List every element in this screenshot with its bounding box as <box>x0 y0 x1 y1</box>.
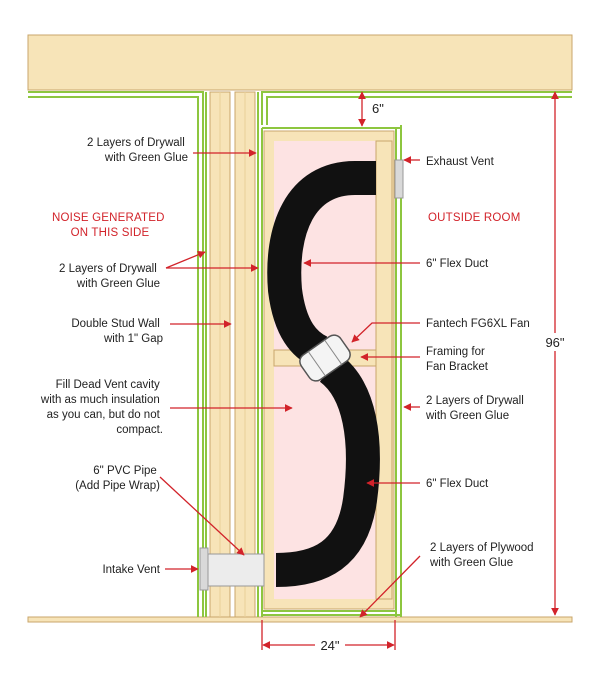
label-outside-room: OUTSIDE ROOM <box>428 212 521 224</box>
width-dimension-label-bg <box>315 637 345 653</box>
right-ceiling-drywall <box>261 91 572 125</box>
dimension-top-gap: 6" <box>372 101 384 116</box>
fan-icon <box>299 334 351 382</box>
floor <box>27 616 573 623</box>
dimension-width: 24" <box>320 638 339 653</box>
label-pvc-pipe: 6" PVC Pipe (Add Pipe Wrap) <box>75 465 160 492</box>
intake-vent <box>199 547 209 591</box>
label-fan: Fantech FG6XL Fan <box>426 318 530 330</box>
green-glue-lines <box>205 92 402 617</box>
label-framing: Framing for Fan Bracket <box>426 346 489 373</box>
dimension-height: 96" <box>545 335 564 350</box>
label-flex-duct-bottom: 6" Flex Duct <box>426 478 489 490</box>
flex-duct-top <box>267 161 376 368</box>
right-stud <box>375 140 393 600</box>
left-ceiling-drywall <box>28 91 204 617</box>
label-noise-side: NOISE GENERATED ON THIS SIDE <box>52 212 168 239</box>
flex-duct-bottom <box>275 354 380 587</box>
leader-arrows <box>159 149 421 618</box>
label-double-stud: Double Stud Wall with 1" Gap <box>71 318 163 345</box>
label-flex-duct-top: 6" Flex Duct <box>426 258 489 270</box>
label-plywood: 2 Layers of Plywood with Green Glue <box>429 542 537 569</box>
label-drywall-mid-left: 2 Layers of Drywall with Green Glue <box>59 263 160 290</box>
label-exhaust-vent: Exhaust Vent <box>426 156 495 168</box>
label-drywall-top-left: 2 Layers of Drywall with Green Glue <box>87 137 188 164</box>
exhaust-vent <box>394 159 404 199</box>
label-drywall-right: 2 Layers of Drywall with Green Glue <box>425 395 527 422</box>
ceiling-beam <box>27 34 573 91</box>
height-dimension-label-bg <box>541 333 569 351</box>
label-fill-cavity: Fill Dead Vent cavity with as much insul… <box>40 379 163 436</box>
pvc-pipe <box>207 553 265 587</box>
label-intake-vent: Intake Vent <box>102 564 160 576</box>
